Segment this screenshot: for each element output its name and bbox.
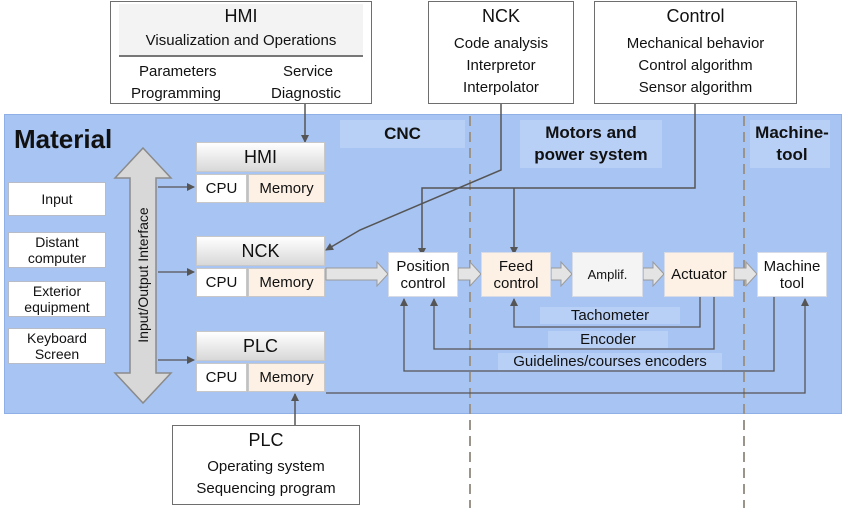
top-nck-line1: Code analysis (453, 35, 549, 52)
top-nck-line3: Interpolator (463, 79, 539, 96)
top-hmi-header-bg (119, 4, 363, 56)
top-nck-title: NCK (481, 6, 520, 26)
peripheral-keyboard-line1: Keyboard (27, 330, 87, 346)
peripheral-exterior-equipment: Exterior equipment (8, 281, 106, 317)
section-motors-band (520, 120, 662, 168)
top-hmi-left1: Parameters (139, 63, 217, 80)
peripheral-keyboard-line2: Screen (34, 346, 80, 362)
bottom-plc-title: PLC (248, 430, 284, 450)
top-control-title: Control (666, 6, 725, 26)
nck-to-position-arrow (325, 260, 389, 288)
bottom-plc-line1: Operating system (207, 458, 325, 475)
nck-unit-title: NCK (196, 236, 325, 266)
peripheral-input-label: Input (41, 191, 73, 207)
section-cnc-band (340, 120, 465, 148)
peripheral-exterior-line1: Exterior (32, 283, 82, 299)
section-motors-line2: power system (534, 145, 648, 164)
top-hmi-divider (119, 55, 363, 57)
top-nck-box: NCK Code analysis Interpretor Interpolat… (428, 1, 574, 104)
position-control-line1: Position (396, 257, 450, 275)
top-control-line1: Mechanical behavior (626, 35, 765, 52)
control-link (418, 104, 696, 256)
plc-unit-title: PLC (196, 331, 325, 361)
amplif-to-actuator-arrow (642, 260, 665, 288)
top-control-line2: Control algorithm (638, 57, 753, 74)
top-hmi-left2: Programming (131, 85, 222, 102)
hmi-unit-cpu: CPU (196, 174, 247, 203)
top-hmi-right1: Service (283, 63, 334, 80)
top-control-line3: Sensor algorithm (638, 79, 753, 96)
section-motors-label: Motors and power system (520, 122, 662, 166)
amplif-box: Amplif. (572, 252, 643, 297)
actuator-label: Actuator (671, 266, 727, 283)
position-control-line2: control (400, 274, 446, 292)
plc-unit-memory: Memory (248, 363, 325, 392)
guidelines-loop (400, 297, 775, 372)
feed-to-amplif-arrow (550, 260, 573, 288)
nck-link (325, 104, 502, 251)
io-interface-label: Input/Output Interface (135, 207, 151, 343)
peripheral-distant-line1: Distant (35, 234, 79, 250)
peripheral-distant-computer: Distant computer (8, 232, 106, 268)
nck-unit-cpu: CPU (196, 268, 247, 297)
feed-control-line2: control (493, 274, 539, 292)
section-cnc-label: CNC (384, 124, 421, 143)
io-interface-arrow (113, 146, 173, 405)
hmi-unit-title: HMI (196, 142, 325, 172)
feed-control-line1: Feed (498, 257, 534, 275)
section-motors-line1: Motors and (545, 123, 637, 142)
bottom-plc-line2: Sequencing program (196, 480, 336, 497)
section-machine-line2: tool (776, 145, 808, 164)
tachometer-label: Tachometer (540, 307, 680, 324)
machine-tool-box: Machine tool (757, 252, 827, 297)
top-hmi-subtitle: Visualization and Operations (145, 32, 337, 49)
hmi-unit-memory: Memory (248, 174, 325, 203)
top-hmi-right2: Diagnostic (271, 85, 342, 102)
tachometer-loop (510, 297, 701, 328)
section-machine-label: Machine- tool (746, 122, 838, 166)
machine-tool-line2: tool (779, 274, 805, 292)
top-nck-line2: Interpretor (466, 57, 536, 74)
machine-tool-line1: Machine (763, 257, 821, 275)
section-machine-band (750, 120, 830, 168)
top-hmi-title: HMI (224, 6, 258, 26)
actuator-box: Actuator (664, 252, 734, 297)
actuator-to-machine-arrow (733, 260, 758, 288)
nck-unit-memory: Memory (248, 268, 325, 297)
plc-unit-cpu: CPU (196, 363, 247, 392)
feed-control-box: Feed control (481, 252, 551, 297)
peripheral-input: Input (8, 182, 106, 216)
section-machine-line1: Machine- (755, 123, 829, 142)
peripheral-keyboard-screen: Keyboard Screen (8, 328, 106, 364)
position-to-feed-arrow (457, 260, 482, 288)
encoder-loop (430, 297, 715, 350)
material-title: Material (14, 124, 113, 154)
peripheral-exterior-line2: equipment (24, 299, 90, 315)
encoder-label: Encoder (548, 331, 668, 348)
peripheral-distant-line2: computer (27, 250, 87, 266)
top-control-box: Control Mechanical behavior Control algo… (594, 1, 797, 104)
guidelines-label: Guidelines/courses encoders (498, 353, 722, 370)
bottom-plc-box: PLC Operating system Sequencing program (172, 425, 360, 505)
amplif-label: Amplif. (587, 267, 628, 282)
plc-machine-link (326, 298, 809, 394)
top-hmi-box: HMI Visualization and Operations Paramet… (110, 1, 372, 104)
position-control-box: Position control (388, 252, 458, 297)
